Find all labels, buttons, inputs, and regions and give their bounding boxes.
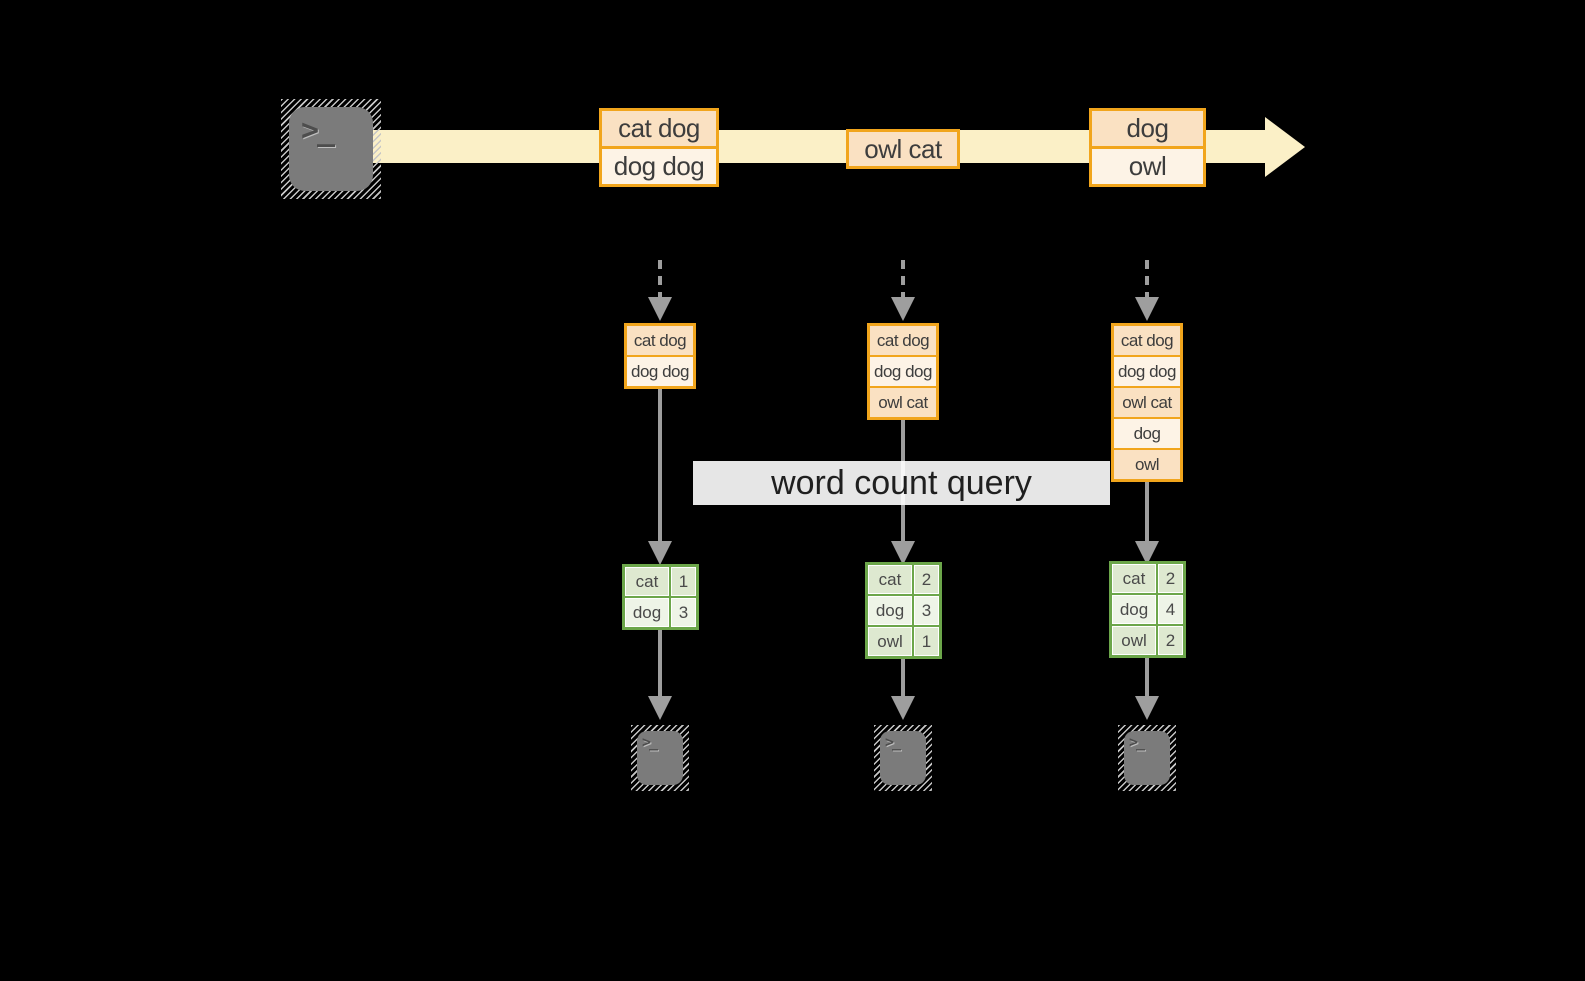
arrow-head-icon: [648, 541, 672, 565]
word-cell: owl: [1112, 626, 1156, 655]
table-row: cat 2: [1112, 564, 1183, 593]
buffer-line: owl cat: [870, 388, 936, 417]
terminal-body: [289, 107, 373, 191]
word-cell: cat: [1112, 564, 1156, 593]
word-count-table: cat 2 dog 4 owl 2: [1109, 561, 1186, 658]
stream-arrowhead-icon: [1265, 117, 1305, 177]
buffer-line: dog dog: [627, 357, 693, 386]
word-cell: dog: [625, 598, 669, 627]
buffer-line: owl: [1114, 450, 1180, 479]
table-row: dog 3: [625, 598, 696, 627]
word-count-table: cat 2 dog 3 owl 1: [865, 562, 942, 659]
arrow-head-icon: [891, 297, 915, 321]
dashed-arrow-line: [1145, 260, 1149, 298]
terminal-source-icon: >_: [281, 99, 381, 199]
buffer-line: cat dog: [870, 326, 936, 355]
word-count-table: cat 1 dog 3: [622, 564, 699, 630]
table-row: dog 4: [1112, 595, 1183, 624]
count-cell: 4: [1158, 595, 1183, 624]
buffered-messages-box: cat dog dog dog owl cat: [867, 323, 939, 420]
table-row: owl 1: [868, 627, 939, 656]
flow-line: [1145, 658, 1149, 697]
buffer-line: cat dog: [1114, 326, 1180, 355]
buffer-line: owl cat: [1114, 388, 1180, 417]
stream-message: owl cat: [846, 129, 960, 169]
terminal-prompt-glyph: >_: [642, 733, 658, 751]
count-cell: 2: [1158, 564, 1183, 593]
table-row: cat 1: [625, 567, 696, 596]
table-row: cat 2: [868, 565, 939, 594]
terminal-prompt-glyph: >_: [885, 733, 901, 751]
dashed-arrow-line: [658, 260, 662, 298]
flow-line: [658, 388, 662, 544]
terminal-body: [1124, 731, 1170, 785]
arrow-head-icon: [648, 696, 672, 720]
dashed-arrow-line: [901, 260, 905, 298]
count-cell: 2: [914, 565, 939, 594]
terminal-body: [880, 731, 926, 785]
stream-message: dog owl: [1089, 108, 1206, 187]
stream-message: cat dog dog dog: [599, 108, 719, 187]
terminal-sink-icon: >_: [874, 725, 932, 791]
table-row: dog 3: [868, 596, 939, 625]
arrow-head-icon: [1135, 696, 1159, 720]
flow-line: [901, 659, 905, 697]
count-cell: 2: [1158, 626, 1183, 655]
terminal-prompt-glyph: >_: [301, 113, 335, 148]
word-cell: owl: [868, 627, 912, 656]
buffer-line: dog: [1114, 419, 1180, 448]
arrow-head-icon: [891, 541, 915, 565]
buffer-line: dog dog: [870, 357, 936, 386]
buffered-messages-box: cat dog dog dog owl cat dog owl: [1111, 323, 1183, 482]
table-row: owl 2: [1112, 626, 1183, 655]
buffered-messages-box: cat dog dog dog: [624, 323, 696, 389]
terminal-sink-icon: >_: [1118, 725, 1176, 791]
count-cell: 3: [671, 598, 696, 627]
flow-line: [1145, 481, 1149, 544]
stream-message-line: cat dog: [602, 111, 716, 146]
arrow-head-icon: [891, 696, 915, 720]
terminal-body: [637, 731, 683, 785]
query-banner-label: word count query: [771, 463, 1032, 502]
stream-message-line: owl cat: [849, 132, 957, 166]
terminal-prompt-glyph: >_: [1129, 733, 1145, 751]
flow-line: [658, 630, 662, 697]
word-cell: cat: [868, 565, 912, 594]
query-banner: word count query: [693, 461, 1110, 505]
word-cell: dog: [1112, 595, 1156, 624]
arrow-head-icon: [1135, 297, 1159, 321]
word-cell: cat: [625, 567, 669, 596]
word-cell: dog: [868, 596, 912, 625]
terminal-sink-icon: >_: [631, 725, 689, 791]
buffer-line: cat dog: [627, 326, 693, 355]
arrow-head-icon: [648, 297, 672, 321]
buffer-line: dog dog: [1114, 357, 1180, 386]
stream-message-line: dog: [1092, 111, 1203, 146]
stream-message-line: dog dog: [602, 149, 716, 184]
count-cell: 3: [914, 596, 939, 625]
count-cell: 1: [914, 627, 939, 656]
stream-message-line: owl: [1092, 149, 1203, 184]
count-cell: 1: [671, 567, 696, 596]
